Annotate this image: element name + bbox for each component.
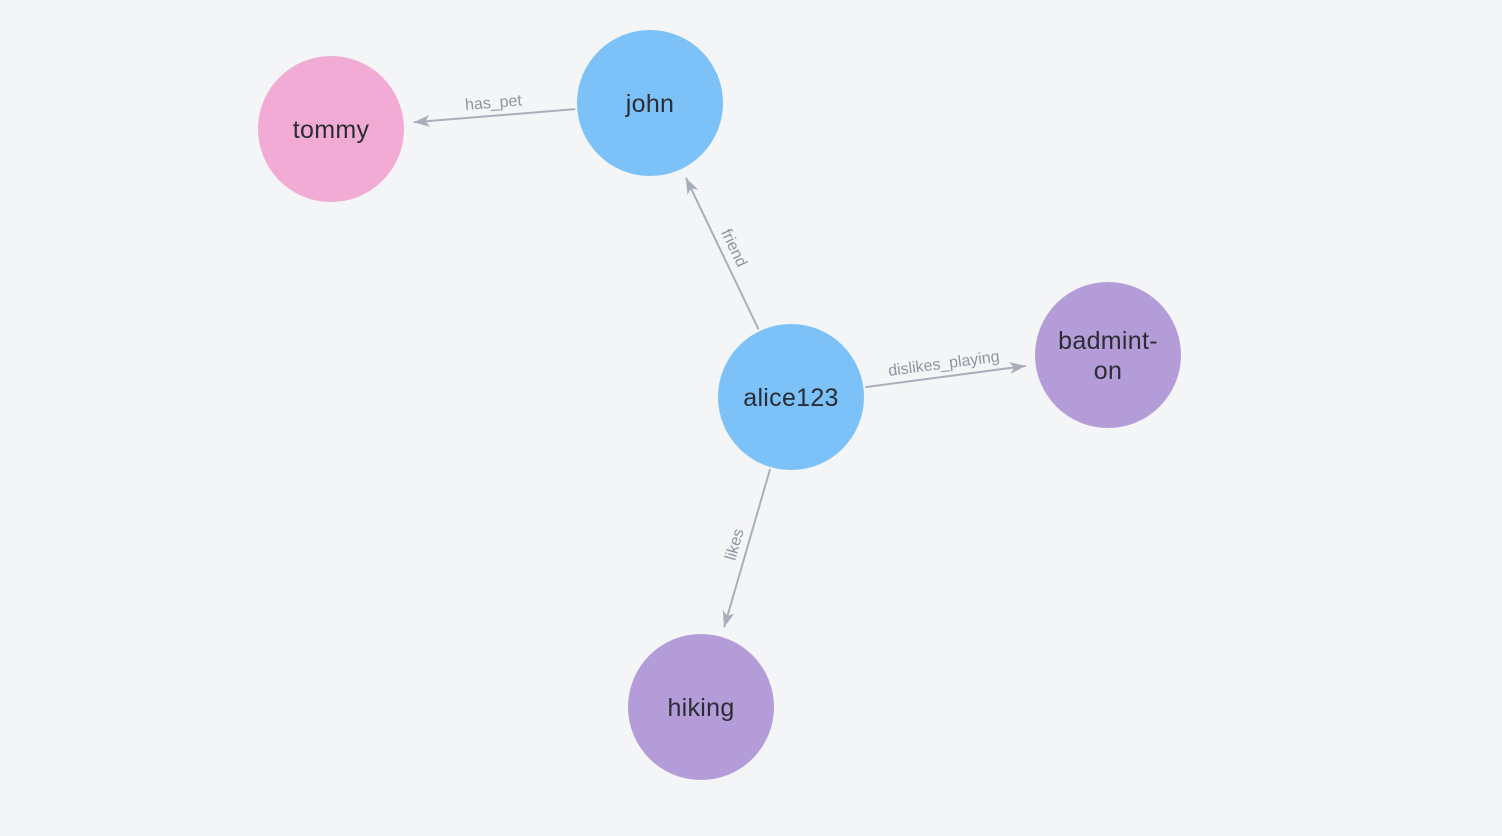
node-circle[interactable] [718, 324, 864, 470]
node-circle[interactable] [628, 634, 774, 780]
node-label: badmint-on [1058, 327, 1158, 385]
node-badminton[interactable]: badmint-on [1035, 282, 1181, 428]
node-label: hiking [667, 694, 734, 722]
edge-label[interactable]: dislikes_playing [887, 348, 1000, 380]
edge-dislikes_playing[interactable]: dislikes_playing [865, 348, 1026, 389]
node-alice123[interactable]: alice123 [718, 324, 864, 470]
edge-friend[interactable]: friend [684, 177, 760, 330]
node-tommy[interactable]: tommy [258, 56, 404, 202]
edge-has_pet[interactable]: has_pet [413, 92, 576, 127]
node-label: alice123 [743, 384, 839, 412]
node-john[interactable]: john [577, 30, 723, 176]
node-circle[interactable] [577, 30, 723, 176]
node-label: john [625, 90, 674, 118]
edge-likes[interactable]: likes [722, 468, 772, 628]
node-hiking[interactable]: hiking [628, 634, 774, 780]
edge-line[interactable] [722, 468, 772, 628]
edge-label[interactable]: friend [717, 226, 750, 269]
edge-label[interactable]: has_pet [464, 92, 523, 114]
node-circle[interactable] [258, 56, 404, 202]
node-label: tommy [293, 116, 370, 144]
node-circle[interactable] [1035, 282, 1181, 428]
edge-line[interactable] [865, 362, 1026, 389]
node-layer: tommy john alice123 badmint-on hiking [258, 30, 1181, 780]
edge-line[interactable] [684, 177, 760, 330]
edge-line[interactable] [413, 108, 576, 127]
